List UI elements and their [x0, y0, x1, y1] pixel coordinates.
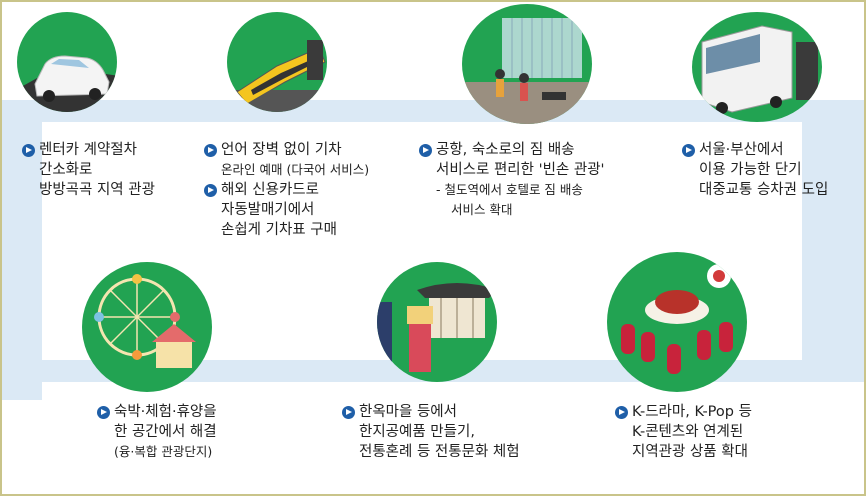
item-line: 서비스 확대 — [451, 202, 513, 217]
bullet-icon — [342, 406, 355, 419]
rental-car-icon — [17, 55, 117, 112]
item-line: 한옥마을 등에서 — [359, 404, 457, 420]
rental-car-circle — [17, 12, 117, 112]
item-line: (융·복합 관광단지) — [114, 444, 213, 459]
item-amusement: 숙박·체험·휴양을 한 공간에서 해결 (융·복합 관광단지) — [97, 402, 217, 462]
item-line: 자동발매기에서 — [221, 202, 315, 218]
item-line: - 철도역에서 호텔로 짐 배송 — [436, 182, 583, 197]
item-line: 대중교통 승차권 도입 — [699, 182, 829, 198]
item-line: 지역관광 상품 확대 — [632, 444, 748, 460]
item-line: 서비스로 편리한 '빈손 관광' — [436, 162, 605, 178]
bullet-icon — [682, 144, 695, 157]
item-airport: 공항, 숙소로의 짐 배송 서비스로 편리한 '빈손 관광' - 철도역에서 호… — [419, 140, 605, 220]
item-line: 간소화로 — [39, 162, 93, 178]
bullet-icon — [419, 144, 432, 157]
item-line: 해외 신용카드로 — [221, 182, 319, 198]
train-circle — [227, 12, 327, 112]
train-icon — [227, 40, 327, 112]
item-line: K-콘텐츠와 연계된 — [632, 424, 744, 440]
item-line: 공항, 숙소로의 짐 배송 — [436, 142, 575, 158]
track-top — [2, 100, 864, 122]
item-line: 렌터카 계약절차 — [39, 142, 137, 158]
bullet-icon — [97, 406, 110, 419]
bullet-icon — [22, 144, 35, 157]
track-right-curve — [802, 100, 864, 380]
item-hanok: 한옥마을 등에서 한지공예품 만들기, 전통혼례 등 전통문화 체험 — [342, 402, 520, 462]
bullet-icon — [615, 406, 628, 419]
hanok-tradition-icon — [377, 283, 497, 372]
item-line: 손쉽게 기차표 구매 — [221, 222, 337, 238]
bus-icon — [701, 25, 818, 114]
item-line: 한지공예품 만들기, — [359, 424, 475, 440]
airport-luggage-icon — [462, 18, 592, 124]
k-content-circle — [607, 252, 747, 392]
item-line: 한 공간에서 해결 — [114, 424, 217, 440]
bullet-icon — [204, 144, 217, 157]
item-line: 언어 장벽 없이 기차 — [221, 142, 342, 158]
amusement-park-icon — [94, 274, 196, 368]
item-line: 서울·부산에서 — [699, 142, 784, 158]
item-line: 온라인 예매 (다국어 서비스) — [221, 162, 370, 177]
item-bus: 서울·부산에서 이용 가능한 단기 대중교통 승차권 도입 — [682, 140, 828, 200]
hanok-circle — [377, 262, 497, 382]
item-line: 이용 가능한 단기 — [699, 162, 802, 178]
item-line: 숙박·체험·휴양을 — [114, 404, 217, 420]
bus-circle — [692, 12, 822, 122]
item-rental-car: 렌터카 계약절차 간소화로 방방곡곡 지역 관광 — [22, 140, 155, 200]
bullet-icon — [204, 184, 217, 197]
item-line: K-드라마, K-Pop 등 — [632, 404, 752, 420]
item-line: 전통혼례 등 전통문화 체험 — [359, 444, 520, 460]
item-train: 언어 장벽 없이 기차 온라인 예매 (다국어 서비스) 해외 신용카드로 자동… — [204, 140, 369, 240]
amusement-circle — [82, 262, 212, 392]
airport-circle — [462, 4, 592, 124]
k-content-icon — [621, 264, 733, 374]
item-k-content: K-드라마, K-Pop 등 K-콘텐츠와 연계된 지역관광 상품 확대 — [615, 402, 752, 462]
item-line: 방방곡곡 지역 관광 — [39, 182, 155, 198]
